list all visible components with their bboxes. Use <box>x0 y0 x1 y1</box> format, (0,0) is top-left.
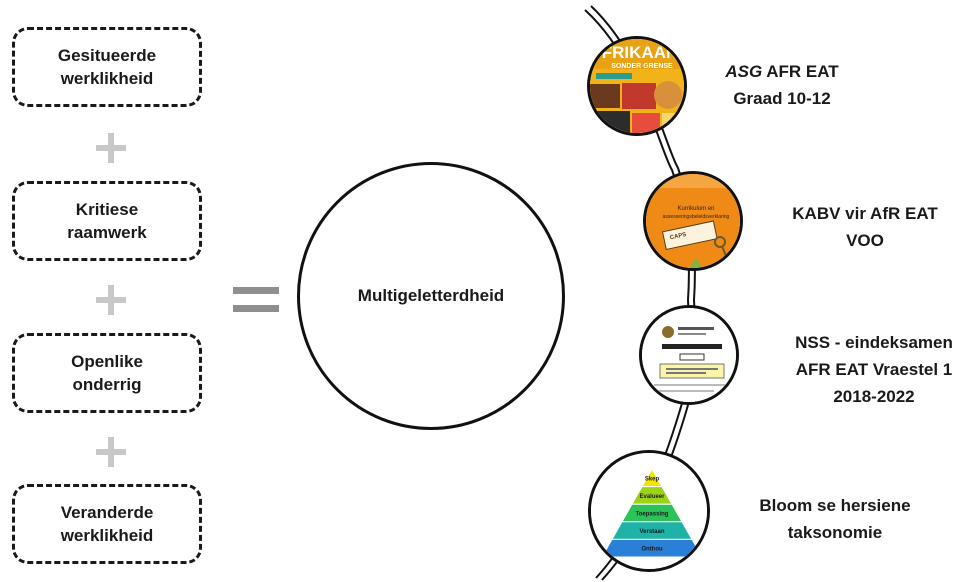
resource-label-asg: ASG AFR EAT Graad 10-12 <box>702 58 862 112</box>
box-line: raamwerk <box>67 223 147 242</box>
resource-line: 2018-2022 <box>833 387 915 406</box>
exam-paper-image <box>639 305 739 405</box>
resource-line: VOO <box>846 231 884 250</box>
textbook-subtitle: SONDER GRENSE <box>611 63 673 70</box>
box-line: Gesitueerde <box>57 46 157 65</box>
resource-label-kabv: KABV vir AfR EAT VOO <box>765 200 965 254</box>
textbook-title: FRIKAAN <box>602 43 679 62</box>
caps-badge: CAPS <box>669 232 687 241</box>
equals-icon <box>233 285 279 315</box>
resource-line: Bloom se hersiene <box>759 496 911 515</box>
resource-line: KABV vir AfR EAT <box>792 204 938 223</box>
box-gesitueerde-werklikheid: Gesitueerde werklikheid <box>12 27 202 107</box>
box-line: Kritiese <box>75 200 139 219</box>
box-veranderde-werklikheid: Veranderde werklikheid <box>12 484 202 564</box>
resource-line: taksonomie <box>787 523 883 542</box>
pyramid-level-label: Skep <box>645 476 660 482</box>
plus-icon <box>96 285 126 315</box>
box-openlike-onderrig: Openlike onderrig <box>12 333 202 413</box>
afrikaans-textbook-cover-image: FRIKAAN SONDER GRENSE <box>587 36 687 136</box>
pyramid-level-label: Verstaan <box>639 529 664 535</box>
resource-label-nss: NSS - eindeksamen AFR EAT Vraestel 1 201… <box>768 329 980 410</box>
resource-line: Graad 10-12 <box>733 89 831 108</box>
resource-line: AFR EAT <box>762 62 839 81</box>
caps-cover-line: assesseringsbeleidsverklaring <box>663 214 730 220</box>
box-line: onderrig <box>72 375 142 394</box>
resource-line: NSS - eindeksamen <box>795 333 953 352</box>
box-line: werklikheid <box>60 526 154 545</box>
resource-label-bloom: Bloom se hersiene taksonomie <box>735 492 935 546</box>
box-line: Veranderde <box>60 503 154 522</box>
result-label: Multigeletterdheid <box>357 286 505 305</box>
pyramid-level-label: Evalueer <box>639 494 665 500</box>
plus-icon <box>96 437 126 467</box>
box-line: werklikheid <box>60 69 154 88</box>
pyramid-level-label: Onthou <box>641 547 663 553</box>
box-line: Openlike <box>71 352 143 371</box>
box-kritiese-raamwerk: Kritiese raamwerk <box>12 181 202 261</box>
multigeletterdheid-circle: Multigeletterdheid <box>297 162 565 430</box>
plus-icon <box>96 133 126 163</box>
resource-italic: ASG <box>725 62 763 81</box>
pyramid-level-label: Toepassing <box>636 512 669 518</box>
caps-cover-line: Kurrikulum en <box>677 206 714 212</box>
caps-document-cover-image: Kurrikulum en assesseringsbeleidsverklar… <box>643 171 743 271</box>
resource-line: AFR EAT Vraestel 1 <box>795 360 953 379</box>
